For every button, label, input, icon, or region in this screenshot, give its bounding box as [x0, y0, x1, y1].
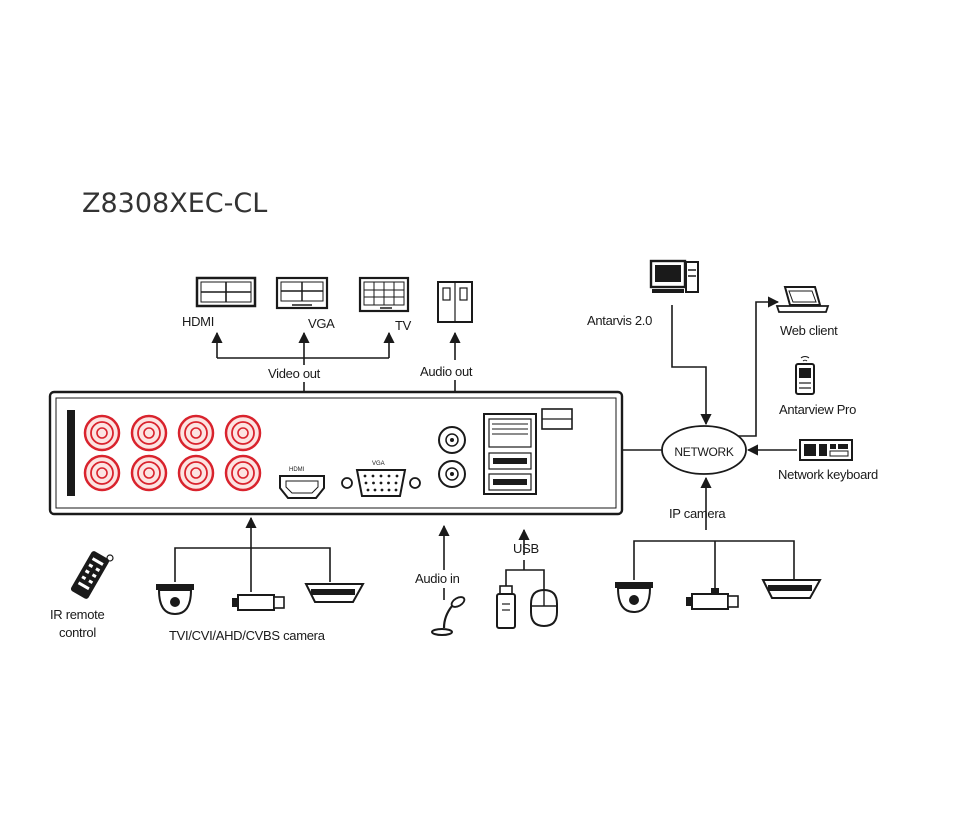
- antarvis-label: Antarvis 2.0: [587, 313, 652, 328]
- antarvis-link: [671, 305, 712, 426]
- bnc-input-2: [130, 414, 168, 452]
- desktop-pc-icon: [649, 259, 699, 293]
- tv-icon: [358, 276, 410, 313]
- usb-flash-drive-icon: [496, 585, 516, 629]
- audio-rca-jacks: [438, 426, 466, 488]
- vga-pins: [363, 474, 399, 492]
- bnc-input-8: [224, 454, 262, 492]
- usb-label: USB: [513, 541, 539, 556]
- ip-camera-tree: [633, 540, 795, 588]
- usb-tree: [505, 569, 545, 590]
- hdmi-port-label: HDMI: [289, 467, 305, 473]
- laptop-icon: [775, 286, 830, 313]
- bnc-video-inputs: [83, 414, 262, 492]
- bnc-input-5: [83, 454, 121, 492]
- ip-box-camera-icon: [686, 588, 739, 610]
- video-out-label: Video out: [268, 366, 321, 381]
- hdmi-monitor-icon: [195, 276, 257, 308]
- network-hub-label: NETWORK: [674, 445, 734, 459]
- bnc-input-1: [83, 414, 121, 452]
- analog-bullet-camera-icon: [304, 583, 365, 603]
- network-keyboard-icon: [799, 439, 853, 461]
- vga-monitor-icon: [275, 276, 329, 310]
- bnc-input-3: [177, 414, 215, 452]
- bnc-input-4: [224, 414, 262, 452]
- audio-out-label: Audio out: [420, 364, 473, 379]
- ip-dome-camera-icon: [615, 582, 653, 614]
- mobile-phone-icon: [795, 356, 815, 395]
- web-client-link: [738, 296, 780, 437]
- ir-remote-label: IR remote: [50, 607, 104, 622]
- vga-port-label: VGA: [372, 461, 385, 467]
- model-title: Z8308XEC-CL: [82, 188, 267, 219]
- mouse-icon: [530, 588, 558, 628]
- ip-bullet-camera-icon: [761, 579, 822, 599]
- bnc-input-7: [177, 454, 215, 492]
- audio-in-label: Audio in: [415, 571, 460, 586]
- ir-remote-icon: [70, 551, 114, 599]
- vga-output-label: VGA: [308, 316, 335, 331]
- web-client-label: Web client: [780, 323, 838, 338]
- antarview-pro-label: Antarview Pro: [779, 402, 856, 417]
- tv-output-label: TV: [395, 318, 412, 333]
- hdmi-output-label: HDMI: [182, 314, 214, 329]
- ir-control-label: control: [59, 625, 96, 640]
- microphone-icon: [431, 596, 466, 636]
- video-out-connector: [211, 331, 395, 392]
- vga-port: VGA: [341, 461, 421, 497]
- ip-camera-label: IP camera: [669, 506, 726, 521]
- bnc-input-6: [130, 454, 168, 492]
- analog-camera-label: TVI/CVI/AHD/CVBS camera: [169, 628, 326, 643]
- analog-camera-tree: [174, 547, 331, 582]
- analog-dome-camera-icon: [156, 584, 194, 616]
- network-keyboard-label: Network keyboard: [778, 467, 878, 482]
- lan-usb-ports: [483, 408, 573, 495]
- analog-box-camera-icon: [232, 594, 285, 611]
- network-hub: NETWORK: [661, 425, 747, 475]
- hdmi-port: HDMI: [279, 467, 325, 499]
- speaker-icon: [437, 281, 473, 323]
